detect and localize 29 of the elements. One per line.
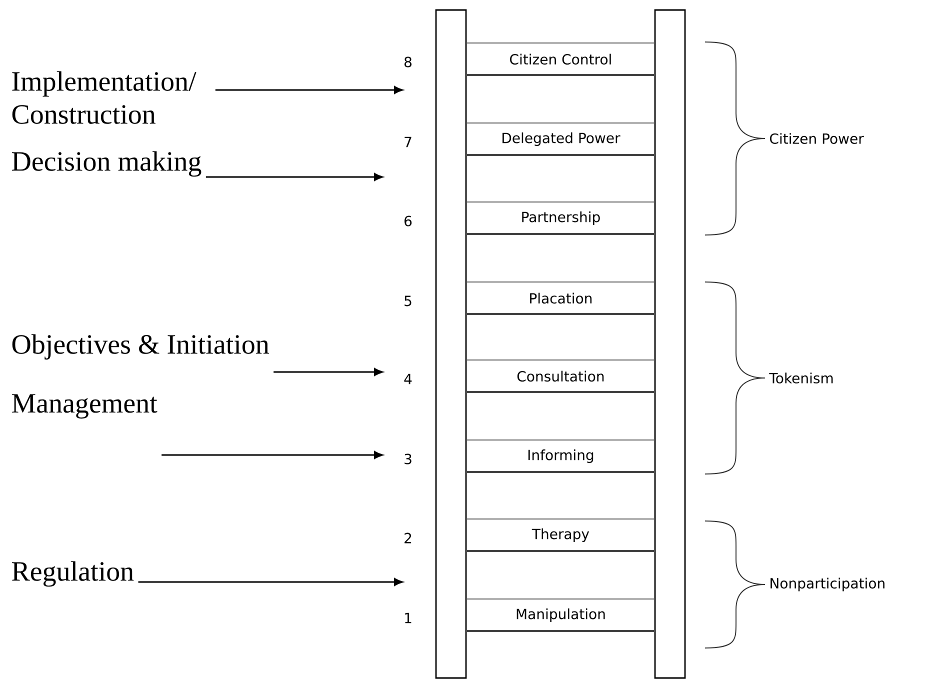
ladder-rung: Partnership [467,201,654,235]
annotation-text: Objectives & Initiation [12,334,269,360]
rung-number: 7 [404,136,412,148]
ladder-rung: Consultation [467,359,654,393]
annotation-text: Implementation/ Construction [12,71,196,124]
rung-number: 8 [404,56,412,68]
annotation-text: Management [12,394,158,419]
ladder-rung: Delegated Power [467,122,654,156]
ladder-rung: Citizen Control [467,42,654,76]
arrow [206,173,383,181]
arrow [138,578,403,586]
group-label: Nonparticipation [770,578,884,592]
arrow [215,86,403,94]
rung-number: 2 [404,532,412,544]
rung-number: 4 [404,374,412,384]
annotation-text: Regulation [12,561,134,587]
ladder-rung: Therapy [467,518,654,552]
arrow [162,451,383,459]
annotation-text: Decision making [12,151,202,177]
rung-number: 3 [404,454,412,464]
rung-number: 5 [404,296,412,306]
rung-number: 6 [404,216,412,226]
ladder-rung: Manipulation [467,598,654,632]
group-label: Citizen Power [770,133,864,144]
group-label: Tokenism [769,372,833,384]
ladder-rung: Informing [467,439,654,473]
rung-number: 1 [405,612,412,624]
arrow [274,368,383,376]
ladder-rung: Placation [467,281,654,315]
